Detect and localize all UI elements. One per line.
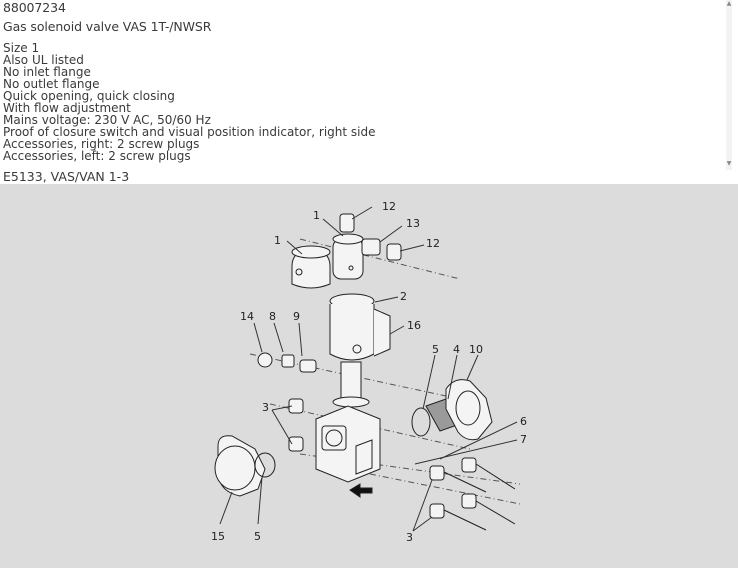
- spec-item: Accessories, right: 2 screw plugs: [3, 137, 200, 151]
- o-ring-parts: [254, 407, 431, 478]
- callout-label: 5: [254, 530, 261, 543]
- callout-label: 5: [432, 343, 439, 356]
- scroll-up-icon[interactable]: ▲: [726, 0, 732, 7]
- spec-item: Size 1: [3, 41, 40, 55]
- spec-item: No inlet flange: [3, 65, 91, 79]
- flange-right: [445, 379, 493, 441]
- drawing-caption: E5133, VAS/VAN 1-3: [3, 169, 130, 184]
- spec-item: Accessories, left: 2 screw plugs: [3, 149, 191, 163]
- callout-label: 3: [406, 531, 413, 544]
- axis-line: [299, 453, 521, 485]
- callout-label: 1: [313, 209, 320, 222]
- scroll-down-icon[interactable]: ▼: [726, 160, 732, 167]
- callout-label: 16: [407, 319, 421, 332]
- callout-label: 9: [293, 310, 300, 323]
- spec-item: Quick opening, quick closing: [3, 89, 175, 103]
- flange-left: [214, 435, 266, 497]
- callout-label: 15: [211, 530, 225, 543]
- plug-parts-3: [288, 398, 477, 519]
- article-number: 88007234: [3, 0, 66, 15]
- valve-shaft: [332, 361, 370, 408]
- exploded-view-drawing: 12 1 13 1 12 2 14 8 9 16 5 4 10 3 6 7 15…: [0, 184, 738, 568]
- valve-body: [315, 405, 381, 483]
- callout-label: 12: [382, 200, 396, 213]
- spec-item: No outlet flange: [3, 77, 100, 91]
- actuator-body: [329, 293, 391, 361]
- callout-label: 4: [453, 343, 460, 356]
- callout-label: 6: [520, 415, 527, 428]
- spec-item: Also UL listed: [3, 53, 84, 67]
- axis-line: [269, 403, 471, 450]
- axis-line: [369, 473, 521, 505]
- callout-label: 7: [520, 433, 527, 446]
- leader-lines: [219, 206, 518, 532]
- description-panel[interactable]: 88007234 Gas solenoid valve VAS 1T-/NWSR…: [0, 0, 732, 170]
- exploded-view-svg: 12 1 13 1 12 2 14 8 9 16 5 4 10 3 6 7 15…: [211, 200, 527, 544]
- screw-parts: [443, 463, 516, 531]
- callout-label: 12: [426, 237, 440, 250]
- spec-list: Size 1 Also UL listed No inlet flange No…: [3, 42, 376, 162]
- spec-item: With flow adjustment: [3, 101, 131, 115]
- spec-item: Proof of closure switch and visual posit…: [3, 125, 376, 139]
- callout-label: 10: [469, 343, 483, 356]
- cap-part-right: [332, 233, 364, 280]
- callout-label: 14: [240, 310, 254, 323]
- callout-label: 13: [406, 217, 420, 230]
- cap-part-left: [291, 245, 331, 289]
- callout-label: 2: [400, 290, 407, 303]
- fitting-part-top: [339, 213, 402, 261]
- callout-label: 8: [269, 310, 276, 323]
- product-name: Gas solenoid valve VAS 1T-/NWSR: [3, 19, 212, 34]
- flow-arrow-icon: [349, 483, 373, 498]
- spec-item: Mains voltage: 230 V AC, 50/60 Hz: [3, 113, 211, 127]
- callout-label: 3: [262, 401, 269, 414]
- plug-parts-left: [257, 352, 317, 373]
- callout-label: 1: [274, 234, 281, 247]
- axis-line: [299, 238, 461, 280]
- description-scrollbar[interactable]: ▲ ▼: [726, 0, 732, 170]
